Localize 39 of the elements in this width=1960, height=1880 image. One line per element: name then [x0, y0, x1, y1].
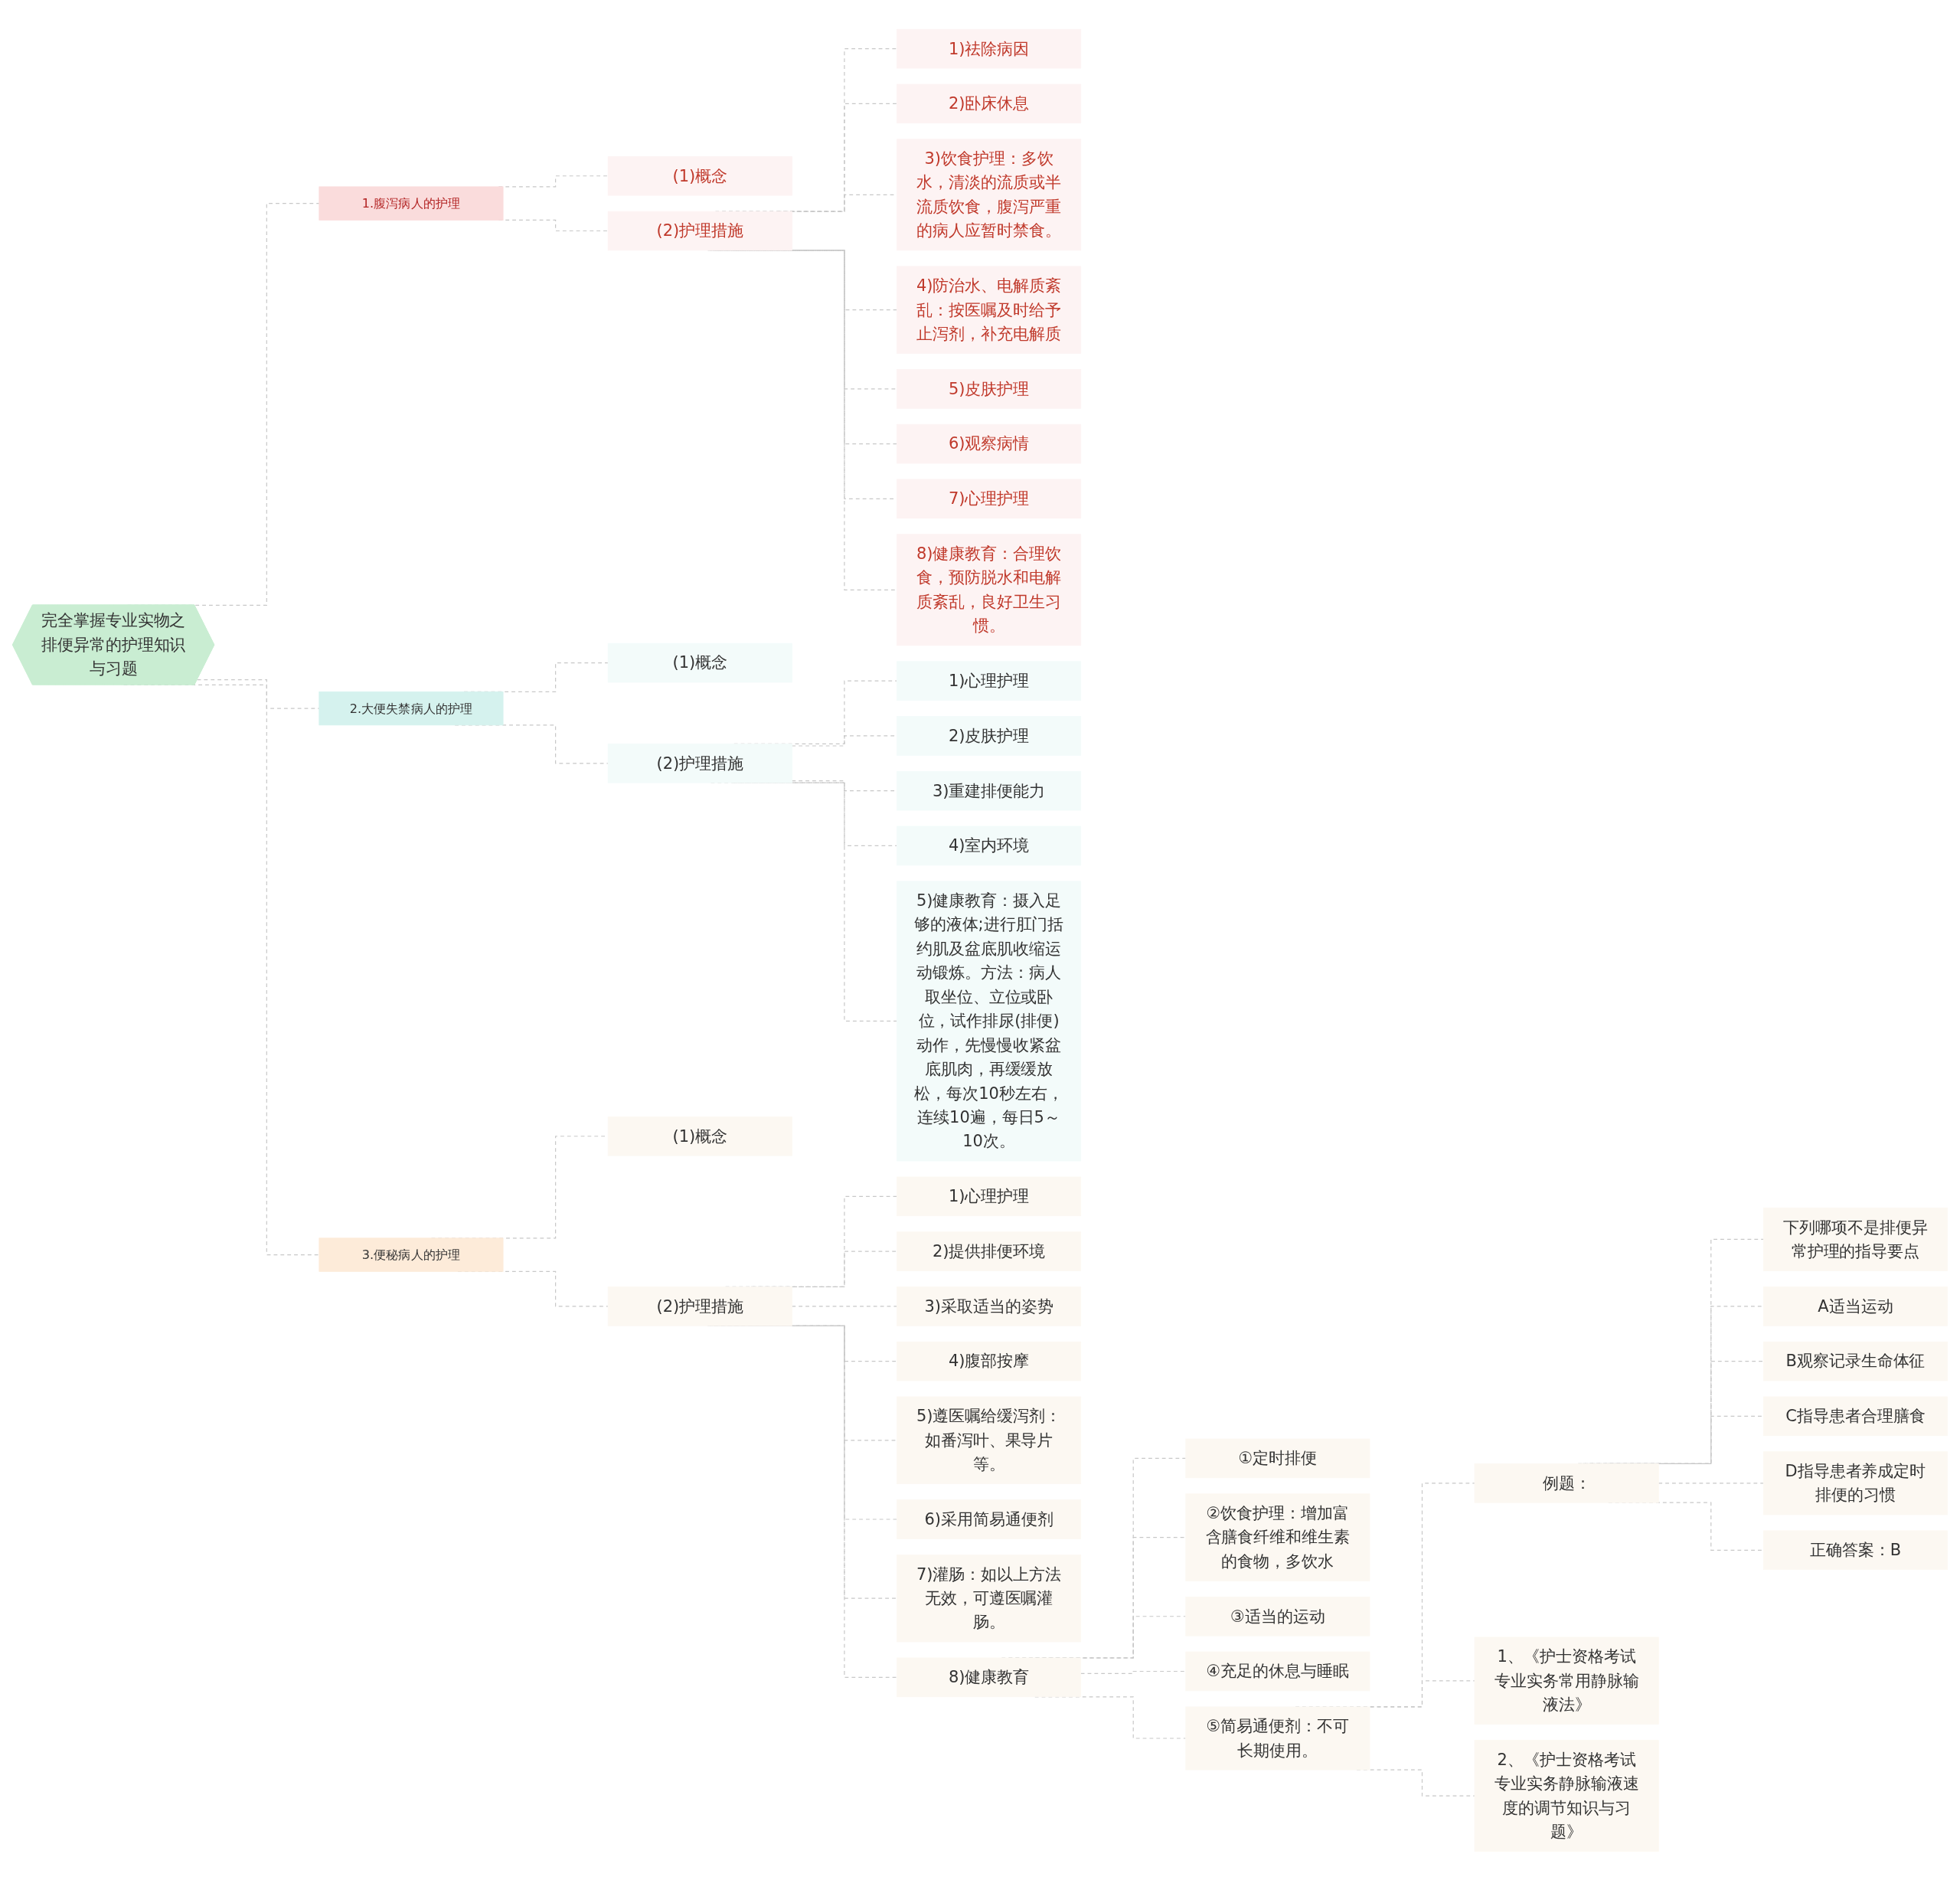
node-box: (2)护理措施 [607, 743, 792, 783]
node-box: ①定时排便 [1185, 1438, 1370, 1478]
node-box: C指导患者合理膳食 [1762, 1396, 1948, 1436]
node-box: 例题： [1474, 1463, 1659, 1503]
node-box: 1)心理护理 [897, 1176, 1082, 1216]
connector [1658, 1482, 1764, 1483]
node-box: 6)观察病情 [897, 423, 1082, 463]
node-box: 1)心理护理 [897, 660, 1082, 701]
node-box: 2、《护士资格考试专业实务静脉输液速度的调节知识与习题》 [1474, 1739, 1659, 1852]
node-box: 2)提供排便环境 [897, 1231, 1082, 1271]
node-box: 1.腹泻病人的护理 [318, 185, 504, 221]
node-box: 1)祛除病因 [897, 28, 1082, 68]
node-box: 3.便秘病人的护理 [318, 1237, 504, 1272]
connector [1080, 1670, 1187, 1674]
node-box: (1)概念 [607, 642, 792, 682]
node-box: ⑤简易通便剂：不可长期使用。 [1185, 1705, 1370, 1770]
node-box: D指导患者养成定时排便的习惯 [1762, 1450, 1948, 1515]
connector [791, 1305, 898, 1306]
node-box: A适当运动 [1762, 1286, 1948, 1326]
node-box: 2)卧床休息 [897, 83, 1082, 123]
node-box: 4)防治水、电解质紊乱：按医嘱及时给予止泻剂，补充电解质 [897, 265, 1082, 354]
node-box: (2)护理措施 [607, 1286, 792, 1326]
node-box: B观察记录生命体征 [1762, 1341, 1948, 1381]
node-box: ③适当的运动 [1185, 1596, 1370, 1636]
node-box: 下列哪项不是排便异常护理的指导要点 [1762, 1207, 1948, 1271]
node-box: 4)腹部按摩 [897, 1341, 1082, 1381]
node-box: 5)健康教育：摄入足够的液体;进行肛门括约肌及盆底肌收缩运动锻炼。方法：病人取坐位、立位或卧位，试作排尿(排便)动作，先慢慢收紧盆底肌肉，再缓缓放松，每次10秒左右，连续10遍，每日5～10次。 [897, 880, 1082, 1161]
node-box: ④充足的休息与睡眠 [1185, 1651, 1370, 1691]
node-box: (1)概念 [607, 155, 792, 196]
node-box: 7)灌肠：如以上方法无效，可遵医嘱灌肠。 [897, 1554, 1082, 1642]
node-box: 2.大便失禁病人的护理 [318, 691, 504, 725]
node-box: (2)护理措施 [607, 211, 792, 250]
node-box: 6)采用简易通便剂 [897, 1499, 1082, 1539]
node-box: 3)采取适当的姿势 [897, 1286, 1082, 1326]
node-box: 8)健康教育 [897, 1657, 1082, 1697]
node-box: ②饮食护理：增加富含膳食纤维和维生素的食物，多饮水 [1185, 1493, 1370, 1581]
node-box: 1、《护士资格考试专业实务常用静脉输液法》 [1474, 1636, 1659, 1725]
node-box: 4)室内环境 [897, 826, 1082, 865]
node-box: 正确答案：B [1762, 1530, 1948, 1570]
